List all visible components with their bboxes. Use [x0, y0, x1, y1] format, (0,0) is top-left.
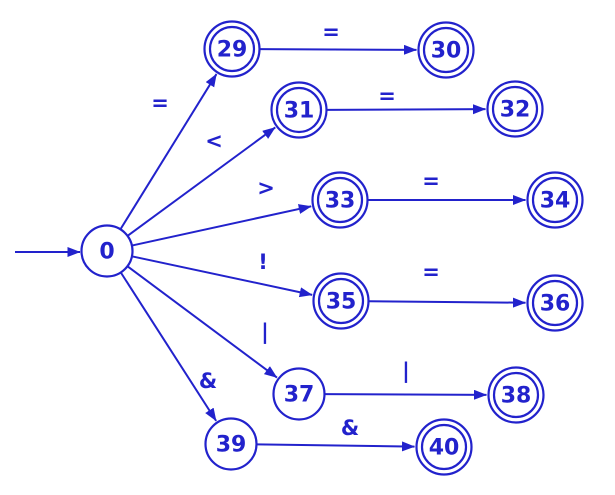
transition-label-29-30: = — [322, 20, 340, 44]
accepting-state-outer-circle[interactable] — [417, 21, 475, 79]
state-circle[interactable] — [80, 224, 134, 278]
transition-31-32 — [326, 104, 487, 115]
accepting-state-inner-circle — [316, 176, 364, 224]
transition-29-30 — [259, 44, 418, 55]
state-label-0: 0 — [99, 240, 114, 265]
state-node-30[interactable]: 30 — [417, 21, 475, 79]
state-node-35[interactable]: 35 — [312, 272, 370, 330]
state-label-35: 35 — [326, 290, 357, 315]
state-label-31: 31 — [284, 99, 315, 124]
transition-37-38 — [324, 389, 488, 400]
state-node-37[interactable]: 37 — [272, 367, 326, 421]
transition-35-36 — [368, 297, 527, 308]
accepting-state-inner-circle — [208, 25, 256, 73]
state-label-39: 39 — [216, 433, 247, 458]
state-node-31[interactable]: 31 — [270, 81, 328, 139]
state-circle[interactable] — [204, 417, 258, 471]
accepting-state-inner-circle — [275, 86, 323, 134]
accepting-state-outer-circle[interactable] — [526, 171, 584, 229]
transition-label-0-39: & — [199, 369, 217, 393]
accepting-state-outer-circle[interactable] — [486, 80, 544, 138]
state-node-32[interactable]: 32 — [486, 80, 544, 138]
state-node-33[interactable]: 33 — [311, 171, 369, 229]
accepting-state-outer-circle[interactable] — [312, 272, 370, 330]
accepting-state-outer-circle[interactable] — [487, 366, 545, 424]
transition-label-39-40: & — [341, 416, 359, 440]
state-circle[interactable] — [272, 367, 326, 421]
state-label-30: 30 — [431, 39, 462, 64]
accepting-state-inner-circle — [531, 279, 579, 327]
state-node-39[interactable]: 39 — [204, 417, 258, 471]
accepting-state-inner-circle — [492, 371, 540, 419]
state-label-38: 38 — [501, 384, 532, 409]
accepting-state-inner-circle — [422, 26, 470, 74]
transition-0-29 — [119, 73, 218, 230]
accepting-state-outer-circle[interactable] — [311, 171, 369, 229]
transition-label-33-34: = — [422, 169, 440, 193]
state-label-33: 33 — [325, 189, 356, 214]
transition-label-0-29: = — [151, 91, 169, 115]
state-label-36: 36 — [540, 292, 571, 317]
transition-0-39 — [120, 272, 217, 422]
transition-label-37-38: | — [402, 359, 410, 384]
state-node-0[interactable]: 0 — [80, 224, 134, 278]
state-node-29[interactable]: 29 — [203, 20, 261, 78]
transition-0-37 — [127, 265, 278, 379]
state-label-40: 40 — [429, 436, 460, 461]
transition-label-0-37: | — [261, 320, 269, 345]
transition-label-31-32: = — [378, 84, 396, 108]
transition-39-40 — [256, 441, 416, 452]
state-label-29: 29 — [217, 38, 248, 63]
transition-0-35 — [132, 255, 313, 298]
accepting-state-outer-circle[interactable] — [203, 20, 261, 78]
state-label-32: 32 — [500, 98, 531, 123]
state-node-36[interactable]: 36 — [526, 274, 584, 332]
accepting-state-outer-circle[interactable] — [526, 274, 584, 332]
accepting-state-inner-circle — [531, 176, 579, 224]
transition-label-0-31: < — [205, 129, 223, 153]
state-label-34: 34 — [540, 189, 571, 214]
transition-label-35-36: = — [422, 260, 440, 284]
state-node-40[interactable]: 40 — [415, 418, 473, 476]
accepting-state-inner-circle — [317, 277, 365, 325]
accepting-state-outer-circle[interactable] — [415, 418, 473, 476]
transition-label-0-33: > — [257, 176, 275, 200]
state-node-34[interactable]: 34 — [526, 171, 584, 229]
state-label-37: 37 — [284, 383, 315, 408]
accepting-state-outer-circle[interactable] — [270, 81, 328, 139]
transition-label-0-35: ! — [258, 250, 268, 274]
state-node-38[interactable]: 38 — [487, 366, 545, 424]
transition-0-33 — [132, 204, 312, 247]
accepting-state-inner-circle — [491, 85, 539, 133]
accepting-state-inner-circle — [420, 423, 468, 471]
transition-0-31 — [127, 126, 276, 237]
